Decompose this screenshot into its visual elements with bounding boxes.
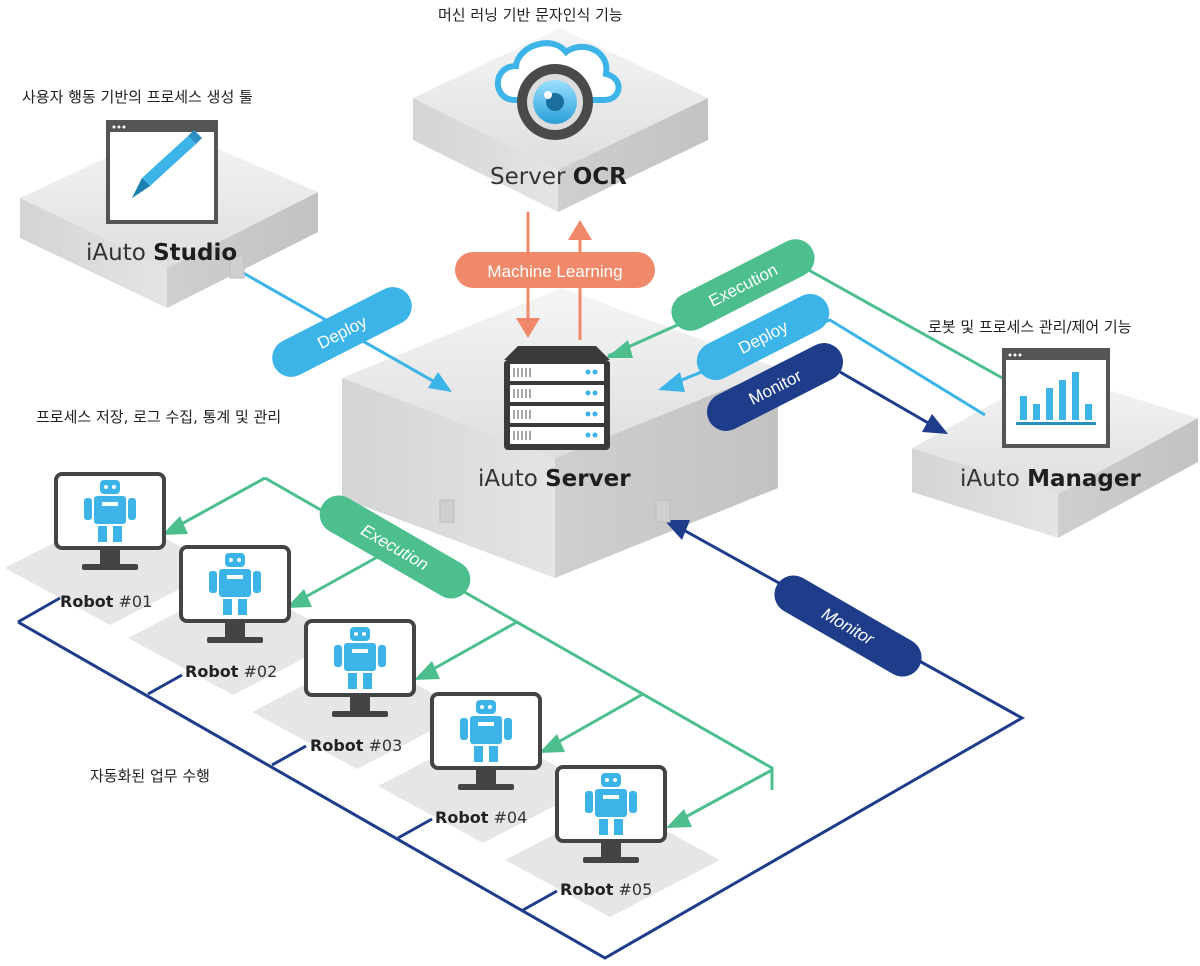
robot-label-4-name: Robot: [435, 808, 489, 827]
server-label-prefix: iAuto: [478, 466, 546, 492]
robot-label-5-num: #05: [613, 880, 653, 899]
robot-icons: [54, 472, 667, 863]
robot-monitor-icon-2: [179, 545, 291, 643]
manager-caption: 로봇 및 프로세스 관리/제어 기능: [928, 318, 1132, 336]
manager-window-icon: [1002, 348, 1110, 448]
robot-label-5: Robot #05: [560, 880, 652, 899]
connector-blocks: [229, 255, 671, 523]
manager-label-prefix: iAuto: [960, 466, 1028, 492]
studio-label: iAuto Studio: [86, 240, 237, 266]
pill-deploy-right: Deploy: [696, 293, 830, 381]
robot-label-3-name: Robot: [310, 736, 364, 755]
studio-label-prefix: iAuto: [86, 240, 154, 266]
server-caption: 프로세스 저장, 로그 수집, 통계 및 관리: [36, 408, 282, 426]
ocr-label: Server OCR: [490, 164, 627, 190]
pill-machine-learning-text: Machine Learning: [487, 262, 622, 281]
server-label-name: Server: [545, 466, 631, 492]
robot-label-1-num: #01: [113, 592, 153, 611]
robot-label-4-num: #04: [488, 808, 528, 827]
pill-monitor-top: Monitor: [706, 343, 844, 431]
robot-label-4: Robot #04: [435, 808, 527, 827]
server-rack-icon: [504, 346, 610, 450]
server-label: iAuto Server: [478, 466, 631, 492]
robot-monitor-icon-1: [54, 472, 166, 570]
robot-label-3-num: #03: [363, 736, 403, 755]
studio-caption: 사용자 행동 기반의 프로세스 생성 툴: [22, 88, 253, 106]
robot-label-2: Robot #02: [185, 662, 277, 681]
ocr-label-name: OCR: [572, 164, 627, 190]
pill-monitor-robots: Monitor: [774, 575, 922, 677]
cloud-camera-icon: [495, 40, 622, 140]
manager-label-name: Manager: [1027, 466, 1141, 492]
robots-caption: 자동화된 업무 수행: [90, 767, 210, 785]
robot-label-1-name: Robot: [60, 592, 114, 611]
robot-label-2-name: Robot: [185, 662, 239, 681]
pill-machine-learning: Machine Learning: [455, 252, 655, 288]
robot-monitor-icon-3: [304, 619, 416, 717]
pencil-icon: [132, 130, 202, 198]
ocr-caption: 머신 러닝 기반 문자인식 기능: [438, 6, 623, 24]
ocr-label-prefix: Server: [490, 164, 573, 190]
robot-label-5-name: Robot: [560, 880, 614, 899]
robot-label-2-num: #02: [238, 662, 278, 681]
monitor-server-arrowhead: [664, 520, 690, 540]
robot-label-1: Robot #01: [60, 592, 152, 611]
monitor-manager-connector: [839, 370, 948, 434]
studio-label-name: Studio: [153, 240, 238, 266]
bar-chart-icon: [1016, 372, 1096, 425]
robot-execution-arrowheads: [162, 516, 692, 828]
robot-label-3: Robot #03: [310, 736, 402, 755]
robot-monitor-icon-5: [555, 765, 667, 863]
robot-monitor-icon-4: [430, 692, 542, 790]
manager-label: iAuto Manager: [960, 466, 1141, 492]
